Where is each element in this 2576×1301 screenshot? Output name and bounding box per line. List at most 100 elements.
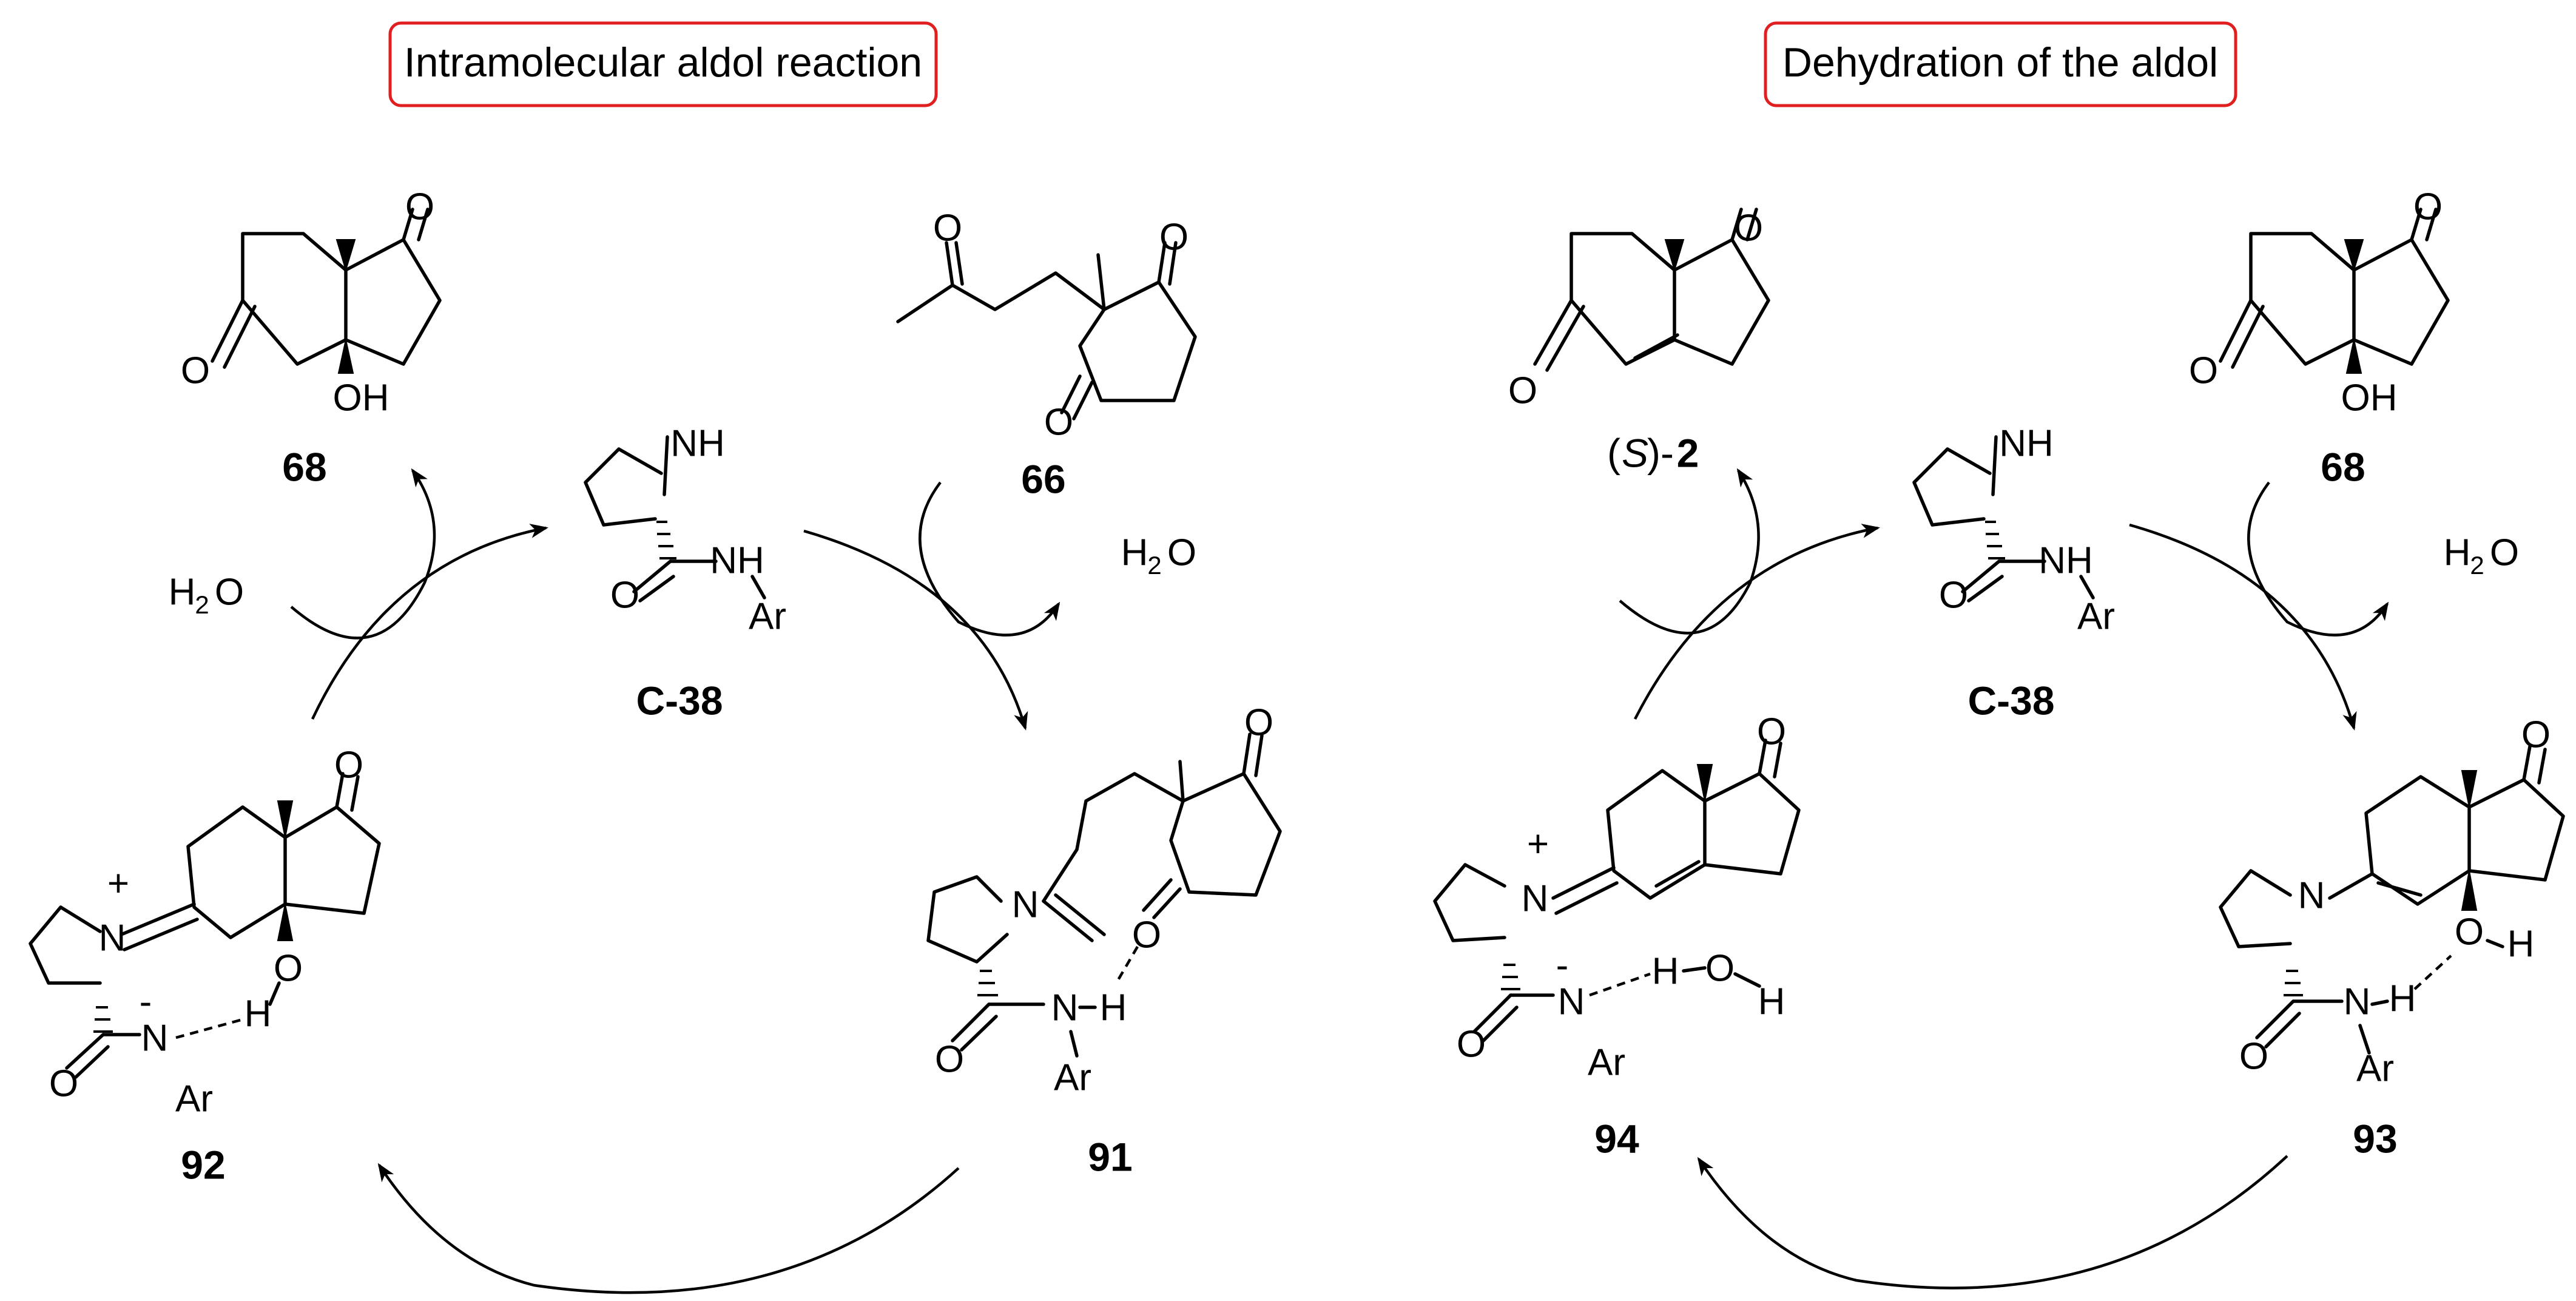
label-s2-number: 2: [1677, 430, 1699, 475]
label-c38-left: C-38: [636, 678, 723, 723]
atom-N: N: [1051, 987, 1079, 1029]
label-s2: ( S )- 2: [1607, 430, 1699, 475]
atom-Ar: Ar: [175, 1078, 213, 1120]
atom-O: O: [1757, 711, 1786, 752]
atom-plus: +: [1527, 823, 1549, 865]
label-c38-right: C-38: [1967, 678, 2054, 723]
atom-N: N: [1558, 981, 1585, 1022]
label-s2-open: (: [1607, 430, 1620, 475]
title-right: Dehydration of the aldol: [1782, 39, 2218, 86]
water-H: H: [169, 571, 196, 613]
atom-N: N: [1522, 877, 1549, 919]
atom-N: N: [2344, 981, 2371, 1022]
atom-O: O: [610, 574, 639, 616]
label-s2-close: )-: [1647, 430, 1674, 475]
label-92: 92: [181, 1142, 225, 1187]
atom-O: O: [334, 744, 363, 786]
label-66: 66: [1021, 456, 1065, 501]
atom-Ar: Ar: [749, 595, 786, 637]
title-box-right: Dehydration of the aldol: [1764, 21, 2237, 107]
compound-93: N O O H O N H Ar: [2219, 714, 2565, 1089]
arrow-93-to-94: [1697, 1155, 2288, 1289]
compound-66: O O O: [896, 207, 1197, 443]
label-93: 93: [2353, 1116, 2397, 1161]
atom-NH: NH: [670, 422, 725, 464]
atom-O: O: [405, 186, 434, 228]
atom-NH: NH: [1999, 422, 2054, 464]
water-left-out: H 2 O: [1121, 532, 1197, 580]
atom-O: O: [1132, 914, 1161, 956]
water-sub2: 2: [195, 590, 209, 619]
atom-minus: -: [1556, 944, 1569, 986]
atom-N: N: [2298, 874, 2325, 916]
atom-O: O: [2239, 1035, 2268, 1077]
cycle-arrows-left: [290, 468, 1060, 1294]
atom-O: O: [1159, 216, 1189, 258]
atom-H: H: [2507, 923, 2535, 965]
water-O: O: [1167, 532, 1196, 573]
atom-O: O: [274, 947, 303, 989]
atom-O: O: [1705, 947, 1735, 989]
atom-Ar: Ar: [1588, 1041, 1625, 1083]
atom-O: O: [1734, 207, 1763, 249]
arrow-to-s2: [1619, 468, 1760, 635]
compound-s2: O O: [1508, 207, 1770, 411]
arrow-c38-to-91: [803, 529, 1028, 731]
atom-H: H: [1652, 950, 1679, 992]
atom-H: H: [2389, 978, 2416, 1019]
water-right-out: H 2 O: [2444, 532, 2520, 580]
catalyst-c38-left: NH O NH Ar: [584, 422, 786, 637]
atom-OH: OH: [333, 377, 389, 419]
compound-68-right: O O OH: [2189, 186, 2450, 419]
arrow-94-to-c38: [1633, 524, 1880, 720]
compound-91: N O O O N H Ar: [926, 701, 1282, 1098]
compound-68-left: O O OH: [181, 186, 442, 419]
water-O: O: [215, 571, 244, 613]
arrow-92-to-c38: [311, 524, 548, 720]
label-68-right: 68: [2321, 444, 2365, 489]
arrow-66-water: [919, 481, 1060, 637]
atom-N: N: [99, 917, 126, 959]
atom-O: O: [181, 350, 210, 391]
atom-O: O: [1044, 401, 1073, 443]
atom-NH: NH: [2038, 539, 2093, 581]
catalyst-c38-right: NH O NH Ar: [1912, 422, 2115, 637]
atom-minus: -: [140, 981, 152, 1022]
arrow-c38-to-93: [2129, 523, 2357, 731]
atom-Ar: Ar: [2356, 1047, 2394, 1089]
atom-Ar: Ar: [2077, 595, 2115, 637]
atom-O: O: [935, 1038, 964, 1080]
compound-94: N + O O N - H O H Ar: [1433, 711, 1801, 1083]
arrow-68-water: [2247, 481, 2389, 637]
water-H: H: [1121, 532, 1148, 573]
atom-O: O: [2189, 350, 2218, 391]
label-91: 91: [1088, 1134, 1132, 1179]
cycle-arrows-right: [1619, 468, 2389, 1289]
atom-O: O: [1244, 701, 1273, 743]
water-sub2: 2: [2470, 551, 2484, 580]
atom-H: H: [244, 993, 272, 1035]
title-left: Intramolecular aldol reaction: [404, 39, 922, 86]
atom-N: N: [1012, 884, 1039, 925]
water-O: O: [2490, 532, 2519, 573]
atom-O: O: [2521, 714, 2551, 755]
atom-O: O: [1508, 370, 1537, 411]
atom-O: O: [1457, 1023, 1486, 1065]
atom-H: H: [1758, 981, 1785, 1022]
atom-H: H: [1100, 987, 1127, 1029]
label-s2-italic: S: [1622, 430, 1648, 475]
atom-O: O: [1939, 574, 1968, 616]
atom-O: O: [933, 207, 962, 249]
compound-92: N + O O H O N - Ar: [29, 744, 381, 1120]
water-sub2: 2: [1147, 551, 1161, 580]
atom-O: O: [49, 1063, 78, 1104]
arrow-91-to-92: [377, 1163, 960, 1294]
atom-plus: +: [107, 862, 129, 904]
title-box-left: Intramolecular aldol reaction: [388, 21, 938, 107]
label-94: 94: [1594, 1116, 1639, 1161]
label-68-left: 68: [282, 444, 326, 489]
water-H: H: [2444, 532, 2471, 573]
atom-OH: OH: [2341, 377, 2398, 419]
atom-Ar: Ar: [1054, 1056, 1091, 1098]
